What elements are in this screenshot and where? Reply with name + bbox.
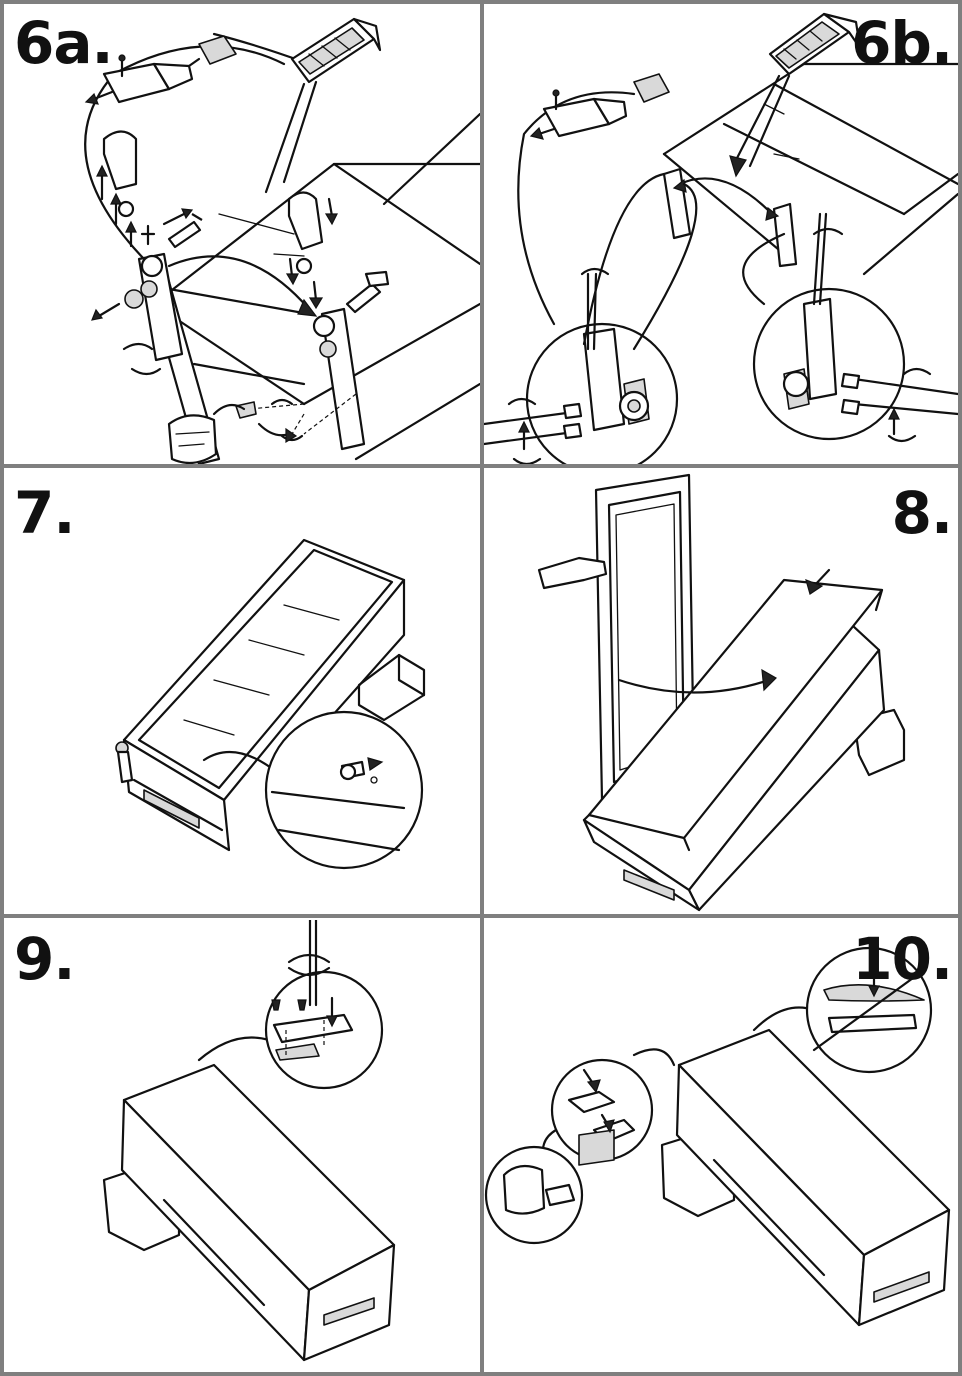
bag-icon (167, 414, 218, 464)
step-10-illustration (484, 946, 951, 1327)
step-8-panel: 8. (484, 470, 958, 914)
magnifier-circle-icon (517, 91, 636, 326)
step-9-label: 9. (14, 925, 75, 993)
step-7-panel: 7. (4, 470, 480, 914)
step-8-label: 8. (891, 479, 953, 547)
bag-icon (502, 1164, 546, 1215)
step-6b-label: 6b. (851, 9, 953, 77)
step-6a-label: 6a. (14, 9, 114, 77)
step-6b-illustration (484, 12, 958, 464)
step-10-label: 10. (852, 925, 953, 993)
cabinet-icon (357, 653, 426, 722)
step-9-illustration (102, 920, 396, 1362)
step-7-illustration (115, 538, 426, 870)
step-9-panel: 9. (4, 920, 480, 1372)
step-10-panel: 10. (484, 920, 958, 1372)
step-8-illustration (537, 473, 906, 912)
step-6a-panel: 6a. (4, 4, 480, 464)
step-6a-illustration (84, 17, 480, 464)
magnifier-circle-icon (264, 710, 424, 870)
hand-icon (537, 556, 608, 590)
step-6b-panel: 6b. (484, 4, 958, 464)
step-7-label: 7. (14, 479, 75, 547)
